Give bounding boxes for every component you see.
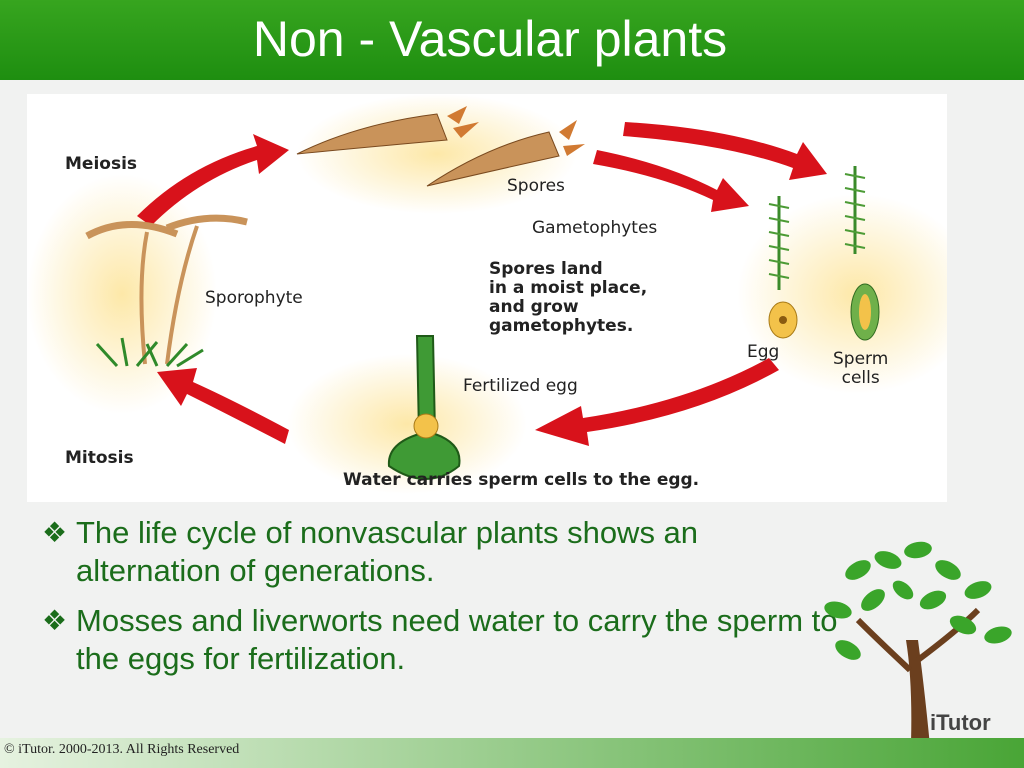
- bullet-diamond-icon: ❖: [42, 517, 68, 548]
- sporophyte-capsule-1: [85, 221, 179, 240]
- spore-capsules: [296, 106, 585, 187]
- tree-leaf-3: [904, 541, 932, 559]
- tree-leaf-7: [861, 589, 885, 611]
- tree-leaf-4: [935, 560, 961, 580]
- copyright-text: © iTutor. 2000-2013. All Rights Reserved: [4, 742, 240, 757]
- tree-trunk: [906, 640, 932, 768]
- tree-leaf-8: [949, 615, 977, 635]
- cycle-arrows: [137, 122, 827, 446]
- grass-blade-5: [176, 348, 204, 368]
- arrow-spores-down: [593, 150, 749, 212]
- gametophyte-leaves: [768, 173, 866, 279]
- bullet-item-1: ❖ The life cycle of nonvascular plants s…: [40, 514, 840, 590]
- label-sporophyte: Sporophyte: [205, 288, 303, 308]
- arrow-spores-top: [623, 122, 827, 180]
- capsule-tooth-2: [453, 122, 479, 138]
- arrow-mitosis: [157, 368, 289, 444]
- label-water-caption: Water carries sperm cells to the egg.: [343, 470, 700, 490]
- sporophyte-stalk-2: [165, 225, 199, 365]
- gametophyte-leaves-2: [844, 173, 866, 249]
- grass-blade-4: [165, 342, 189, 368]
- bullet-text-1: The life cycle of nonvascular plants sho…: [76, 515, 699, 588]
- title-bar: [0, 0, 1024, 80]
- tree-leaf-6: [824, 601, 852, 619]
- egg-nucleus: [779, 316, 787, 324]
- tree-branch-left: [855, 617, 913, 673]
- sperm-cells-line-1: Sperm: [833, 349, 889, 369]
- spore-capsule-1: [296, 113, 448, 155]
- tree-leaf-1: [845, 560, 871, 580]
- label-meiosis: Meiosis: [65, 154, 138, 174]
- tree-icon: [824, 541, 1012, 768]
- grass-blade-6: [145, 343, 159, 367]
- sperm-organ-core: [859, 294, 871, 330]
- sporophyte-stalk-1: [139, 231, 149, 365]
- tree-leaf-12: [892, 580, 914, 600]
- spores-land-line-1: Spores land: [489, 259, 603, 279]
- fertilized-glow: [287, 354, 527, 494]
- tree-leaf-11: [919, 590, 947, 610]
- itutor-logo: iTutor: [930, 710, 991, 735]
- footer-bar: [0, 738, 1024, 768]
- sporophyte-grass: [95, 337, 204, 368]
- bullet-item-2: ❖ Mosses and liverworts need water to ca…: [40, 602, 840, 678]
- capsule-tooth-4: [563, 144, 585, 156]
- tree-leaf-10: [835, 640, 861, 660]
- tree-leaf-5: [964, 581, 992, 599]
- gametophyte-leaves-1: [768, 203, 790, 279]
- bullet-text-2: Mosses and liverworts need water to carr…: [76, 603, 838, 676]
- archegonium: [387, 335, 461, 480]
- capsule-tooth-3: [559, 120, 577, 140]
- sporophyte-plant: [85, 214, 248, 365]
- grass-blade-1: [95, 342, 119, 368]
- life-cycle-diagram: Meiosis Spores Gametophytes Sporophyte S…: [27, 94, 947, 502]
- tree-leaves: [824, 541, 1012, 660]
- grass-blade-2: [120, 337, 129, 367]
- bullet-list: ❖ The life cycle of nonvascular plants s…: [40, 514, 840, 690]
- sperm-cells-line-2: cells: [841, 368, 880, 388]
- label-fertilized-egg: Fertilized egg: [463, 376, 578, 396]
- spores-land-line-2: in a moist place,: [489, 278, 648, 298]
- grass-blade-3: [135, 341, 159, 367]
- tree-leaf-2: [874, 551, 902, 569]
- spores-glow: [297, 94, 577, 214]
- arrow-meiosis: [137, 134, 289, 226]
- gametophyte-glow: [737, 194, 947, 394]
- label-spores: Spores: [507, 176, 565, 196]
- label-egg: Egg: [747, 342, 780, 362]
- gametophyte-plants: [777, 166, 857, 290]
- spores-land-line-4: gametophytes.: [489, 316, 634, 336]
- fertilized-egg-cell: [413, 413, 439, 439]
- capsule-teeth: [447, 106, 585, 156]
- label-gametophytes: Gametophytes: [532, 218, 658, 238]
- slide-title: Non - Vascular plants: [252, 11, 728, 67]
- bullet-diamond-icon: ❖: [42, 605, 68, 636]
- capsule-tooth-1: [447, 106, 467, 124]
- spore-capsule-2: [426, 131, 560, 187]
- sporophyte-capsule-2: [165, 214, 248, 232]
- spores-land-line-3: and grow: [489, 297, 579, 317]
- tree-leaf-9: [984, 626, 1012, 644]
- tree-branch-right: [916, 607, 981, 663]
- label-spores-land: Spores land in a moist place, and grow g…: [489, 260, 647, 336]
- label-sperm-cells: Sperm cells: [833, 350, 888, 388]
- life-cycle-illustration: [27, 94, 947, 494]
- label-mitosis: Mitosis: [65, 448, 134, 468]
- arrow-water: [535, 358, 779, 446]
